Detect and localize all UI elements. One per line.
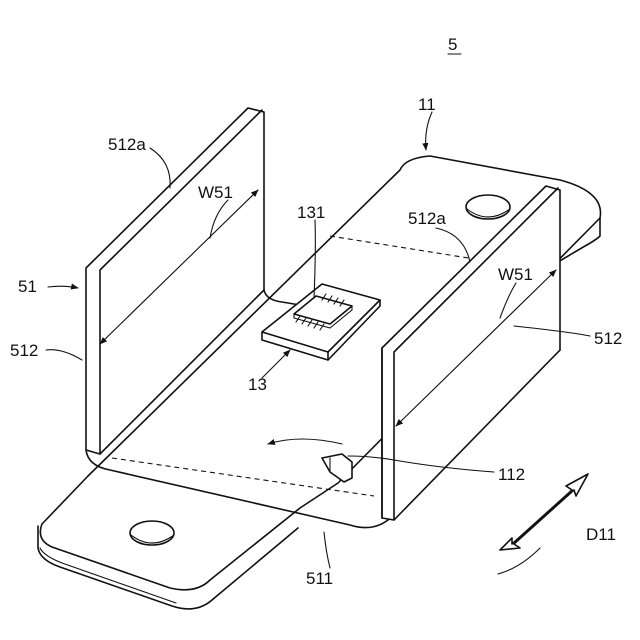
- label-512-right: 512: [594, 329, 622, 348]
- label-131: 131: [297, 203, 325, 222]
- figure-number: 5: [448, 35, 461, 54]
- label-512-left: 512: [10, 341, 38, 360]
- label-w51-left: W51: [198, 183, 233, 202]
- label-11: 11: [418, 95, 436, 114]
- label-d11: D11: [586, 525, 616, 544]
- label-51: 51: [18, 277, 37, 296]
- label-13: 13: [248, 375, 267, 394]
- label-w51-right: W51: [498, 265, 533, 284]
- mounting-hole-right: [466, 195, 510, 219]
- label-112: 112: [498, 465, 525, 484]
- svg-text:5: 5: [448, 35, 457, 54]
- mounting-hole-left: [130, 521, 174, 545]
- label-512a-right: 512a: [408, 209, 446, 228]
- label-512a-left: 512a: [108, 135, 146, 154]
- label-511: 511: [306, 569, 333, 588]
- direction-arrow-d11: [500, 474, 588, 550]
